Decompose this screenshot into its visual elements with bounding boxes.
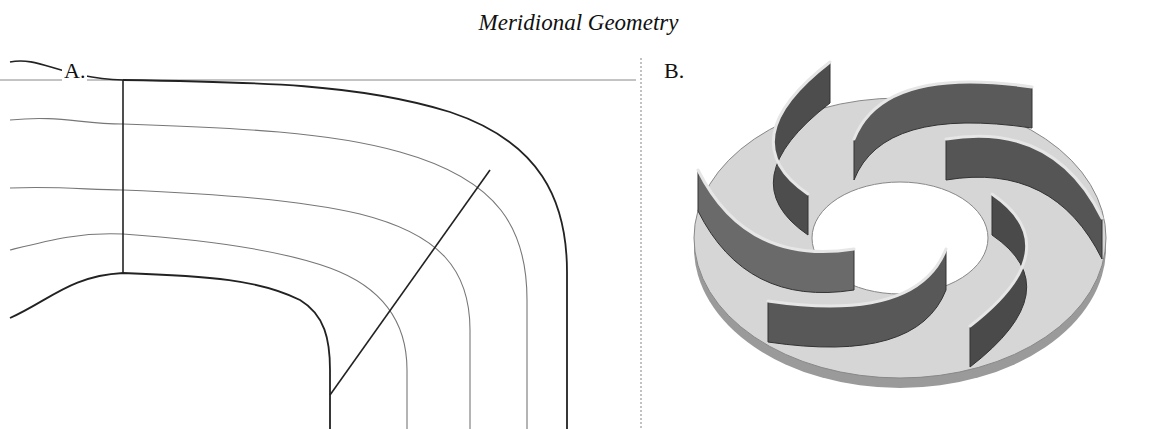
panel-label: B. xyxy=(662,58,686,84)
meridional-view xyxy=(0,58,641,429)
impeller-render xyxy=(694,62,1106,388)
figure-title: Meridional Geometry xyxy=(0,10,1157,36)
panel-label: A. xyxy=(62,58,87,84)
